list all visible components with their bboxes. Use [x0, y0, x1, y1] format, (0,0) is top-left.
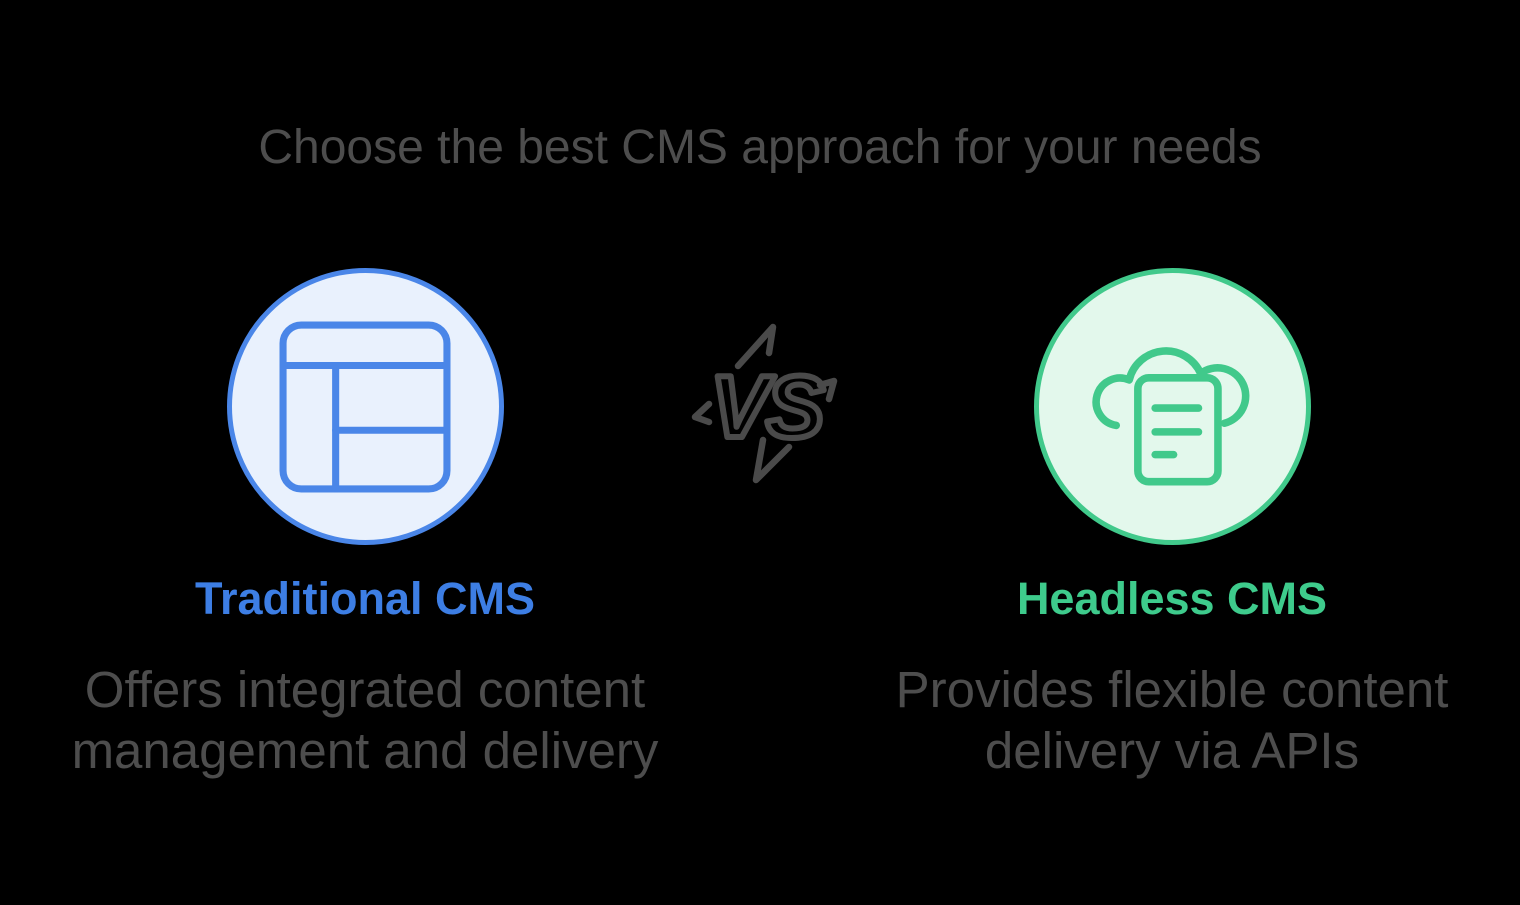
- traditional-cms-option: Traditional CMS Offers integrated conten…: [55, 268, 675, 781]
- vs-label: VS: [710, 357, 824, 456]
- lightning-bolt-vs-icon: VS: [691, 323, 838, 484]
- cloud-document-icon: [1091, 346, 1249, 485]
- description-line: Offers integrated content: [84, 661, 646, 718]
- headless-cms-option: Headless CMS Provides flexible content d…: [862, 268, 1482, 781]
- description-line: delivery via APIs: [984, 722, 1360, 779]
- traditional-cms-circle: [226, 268, 504, 545]
- headless-cms-description: Provides flexible content delivery via A…: [896, 659, 1449, 781]
- vs-divider: VS: [688, 322, 848, 492]
- headless-cms-title: Headless CMS: [1016, 573, 1328, 624]
- traditional-cms-title: Traditional CMS: [194, 573, 536, 624]
- page-title: Choose the best CMS approach for your ne…: [258, 121, 1262, 174]
- description-line: management and delivery: [71, 722, 659, 779]
- layout-window-icon: [279, 321, 451, 492]
- traditional-cms-description: Offers integrated content management and…: [72, 659, 659, 781]
- description-line: Provides flexible content: [895, 661, 1449, 718]
- headless-cms-circle: [1033, 268, 1311, 545]
